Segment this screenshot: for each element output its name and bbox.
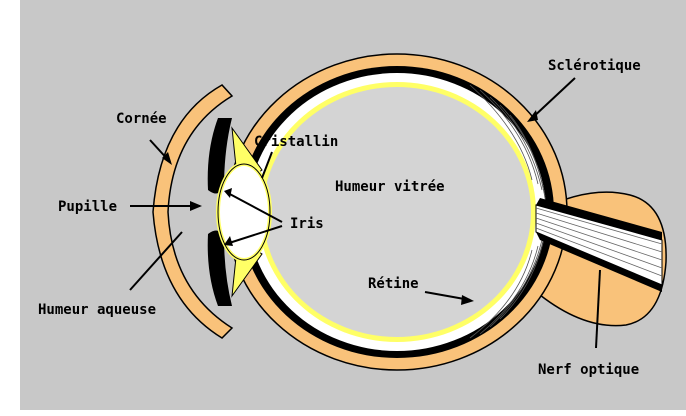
label-pupille: Pupille [58, 199, 117, 215]
label-iris: Iris [290, 216, 324, 232]
label-humeur-vitree: Humeur vitrée [335, 179, 445, 195]
label-cristallin: Cristallin [254, 134, 338, 150]
label-humeur-aqueuse: Humeur aqueuse [38, 302, 156, 318]
label-nerf-optique: Nerf optique [538, 362, 639, 378]
label-retine: Rétine [368, 276, 419, 292]
label-cornee: Cornée [116, 111, 167, 127]
label-sclerotique: Sclérotique [548, 58, 641, 74]
vitreous-humor [263, 87, 531, 337]
